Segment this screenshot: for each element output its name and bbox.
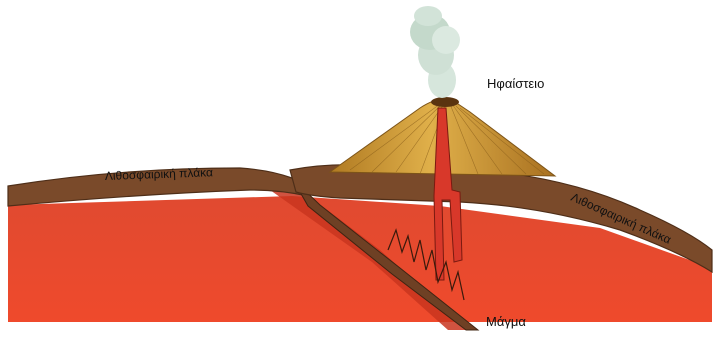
crater	[431, 97, 459, 107]
magma-label: Μάγμα	[486, 314, 526, 329]
smoke-plume	[410, 6, 460, 98]
volcano-label: Ηφαίστειο	[487, 76, 544, 91]
